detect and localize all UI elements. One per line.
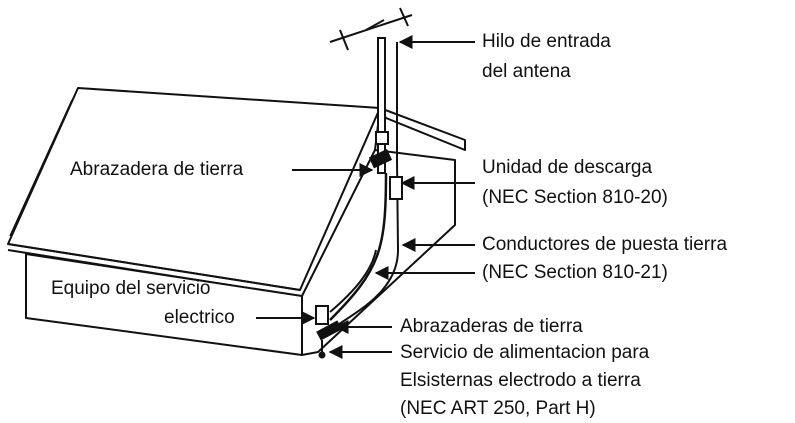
antenna-mast bbox=[315, 7, 413, 359]
label-antenna-lead-line2: del antena bbox=[482, 61, 571, 82]
label-service-equipment-line1: Equipo del servicio bbox=[51, 278, 211, 299]
mast-pipe bbox=[377, 37, 386, 174]
label-ground-clamp: Abrazadera de tierra bbox=[70, 159, 244, 180]
label-ground-clamps: Abrazaderas de tierra bbox=[400, 316, 583, 337]
leader-arrows bbox=[256, 35, 475, 359]
discharge-unit bbox=[389, 176, 403, 200]
grounding-conductor bbox=[329, 172, 388, 321]
roof-overhang bbox=[379, 107, 466, 151]
label-power-service-line1: Servicio de alimentacion para bbox=[400, 342, 650, 363]
service-equipment-box bbox=[315, 305, 329, 325]
label-grounding-conductors-line1: Conductores de puesta tierra bbox=[482, 234, 728, 255]
label-power-service-line2: Elsisternas electrodo a tierra bbox=[400, 370, 641, 391]
label-discharge-unit-line1: Unidad de descarga bbox=[482, 157, 653, 178]
label-service-equipment-line2: electrico bbox=[164, 307, 235, 328]
label-power-service-line3: (NEC ART 250, Part H) bbox=[400, 398, 596, 419]
label-discharge-unit-line2: (NEC Section 810-20) bbox=[482, 187, 668, 208]
label-grounding-conductors-line2: (NEC Section 810-21) bbox=[482, 262, 668, 283]
label-antenna-lead-line1: Hilo de entrada bbox=[482, 31, 611, 52]
ground-clamp-mark bbox=[368, 149, 393, 169]
